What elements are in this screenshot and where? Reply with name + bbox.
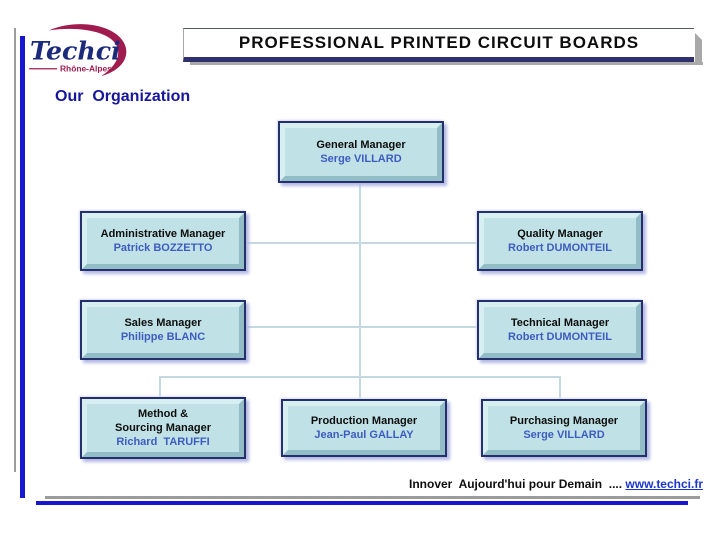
org-box-title: Administrative Manager <box>100 228 226 240</box>
org-box-face: Administrative Manager Patrick BOZZETTO <box>82 213 244 269</box>
techci-logo: Techci Rhône-Alpes <box>29 24 127 77</box>
connector-drop-right <box>559 376 561 399</box>
logo-region-text: Rhône-Alpes <box>60 64 112 74</box>
org-box-title: Quality Manager <box>517 228 603 240</box>
org-box-name: Jean-Paul GALLAY <box>314 429 414 441</box>
org-box-title: Sales Manager <box>124 317 202 329</box>
org-box-name: Patrick BOZZETTO <box>113 242 213 254</box>
org-box-face: General Manager Serge VILLARD <box>280 123 442 181</box>
org-box-sales-manager: Sales Manager Philippe BLANC <box>80 300 246 360</box>
org-box-face: Production Manager Jean-Paul GALLAY <box>283 401 445 455</box>
connector-h-row1 <box>243 242 477 244</box>
footer-rule-gray <box>45 496 700 499</box>
footer-motto: Innover Aujourd'hui pour Demain .... <box>409 477 626 491</box>
banner-3d-edge <box>695 33 702 64</box>
org-box-title: Purchasing Manager <box>509 415 619 427</box>
org-box-purchasing-manager: Purchasing Manager Serge VILLARD <box>481 399 647 457</box>
org-box-name: Robert DUMONTEIL <box>508 242 612 254</box>
org-box-face: Method & Sourcing Manager Richard TARUFF… <box>82 399 244 457</box>
org-box-administrative-manager: Administrative Manager Patrick BOZZETTO <box>80 211 246 271</box>
connector-drop-left <box>159 376 161 397</box>
org-box-technical-manager: Technical Manager Robert DUMONTEIL <box>477 300 643 360</box>
org-box-name: Philippe BLANC <box>120 331 206 343</box>
connector-h-row3 <box>159 376 561 378</box>
org-box-general-manager: General Manager Serge VILLARD <box>278 121 444 183</box>
org-box-face: Sales Manager Philippe BLANC <box>82 302 244 358</box>
org-box-production-manager: Production Manager Jean-Paul GALLAY <box>281 399 447 457</box>
org-box-method-sourcing-manager: Method & Sourcing Manager Richard TARUFF… <box>80 397 246 459</box>
org-box-name: Serge VILLARD <box>320 153 402 165</box>
footer-website-link[interactable]: www.techci.fr <box>625 477 703 491</box>
connector-vertical-main <box>359 180 361 399</box>
left-accent-blue-bar <box>20 36 25 498</box>
footer-rule-blue <box>36 501 688 505</box>
org-box-face: Quality Manager Robert DUMONTEIL <box>479 213 641 269</box>
logo-swoosh <box>48 24 127 77</box>
banner: PROFESSIONAL PRINTED CIRCUIT BOARDS <box>183 28 694 62</box>
org-box-face: Purchasing Manager Serge VILLARD <box>483 401 645 455</box>
org-box-name: Richard TARUFFI <box>116 436 210 448</box>
org-box-title: Technical Manager <box>510 317 610 329</box>
banner-shadow-line <box>190 62 703 65</box>
org-box-title: Method & Sourcing Manager <box>115 408 211 434</box>
org-box-quality-manager: Quality Manager Robert DUMONTEIL <box>477 211 643 271</box>
connector-h-row2 <box>243 326 477 328</box>
org-box-title: Production Manager <box>310 415 418 427</box>
org-box-name: Serge VILLARD <box>523 429 605 441</box>
org-box-title: General Manager <box>316 139 406 151</box>
org-box-name: Robert DUMONTEIL <box>508 331 612 343</box>
footer: Innover Aujourd'hui pour Demain .... www… <box>409 477 703 491</box>
left-accent-gray-bar <box>14 28 16 472</box>
page-title: Our Organization <box>55 88 191 105</box>
banner-title: PROFESSIONAL PRINTED CIRCUIT BOARDS <box>238 33 640 52</box>
org-box-face: Technical Manager Robert DUMONTEIL <box>479 302 641 358</box>
logo-brand-text: Techci <box>30 35 121 65</box>
